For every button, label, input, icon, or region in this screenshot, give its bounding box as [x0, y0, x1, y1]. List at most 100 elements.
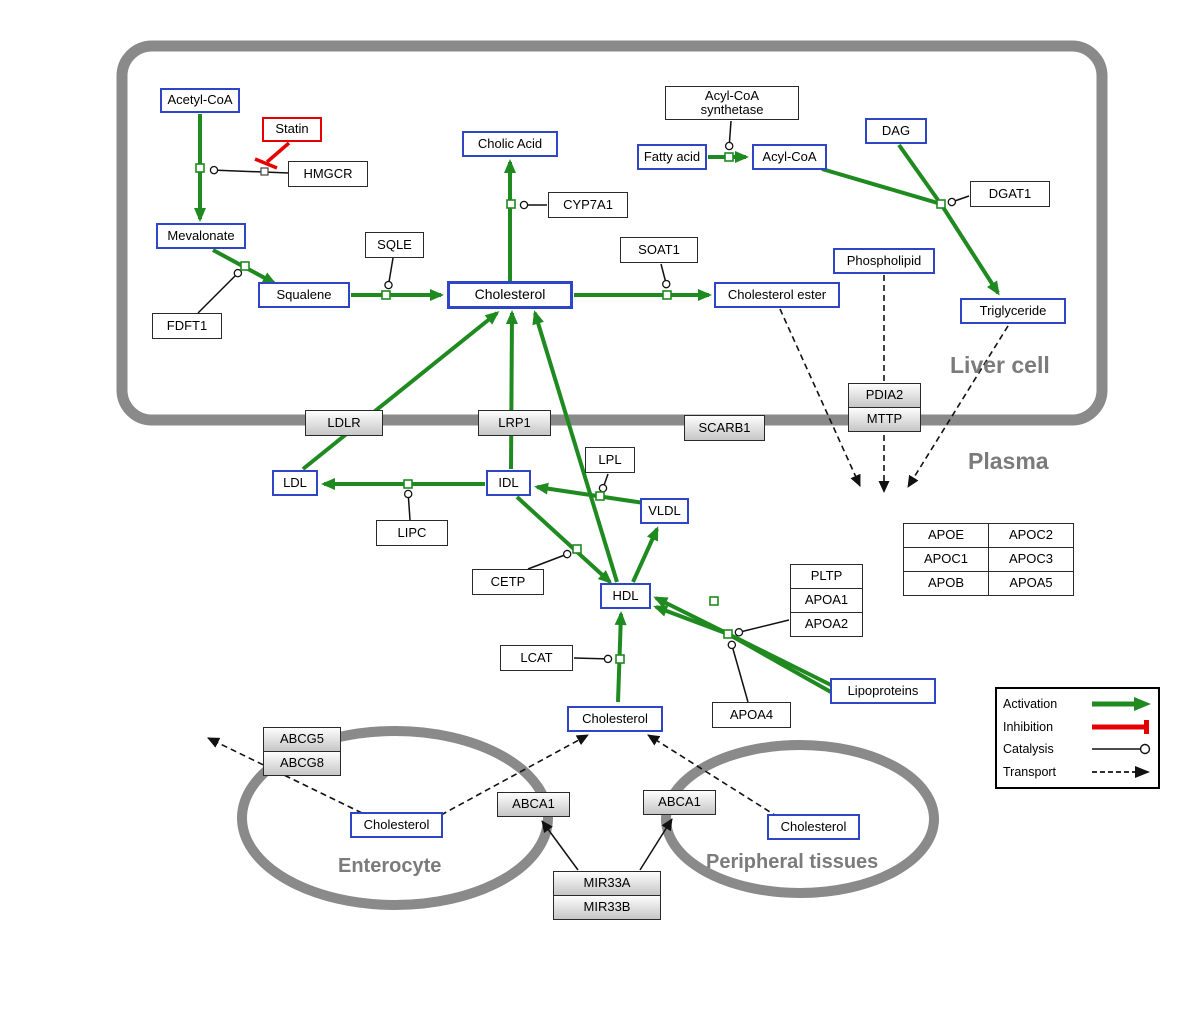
- edge-statin-inhibits-hmgcr: [265, 141, 291, 164]
- node-apoc1[interactable]: APOC1: [903, 547, 989, 572]
- compartments: [116, 40, 1108, 910]
- node-apob[interactable]: APOB: [903, 571, 989, 596]
- node-apoe[interactable]: APOE: [903, 523, 989, 548]
- node-cholesterol-enterocyte[interactable]: Cholesterol: [350, 812, 443, 838]
- node-abcg8[interactable]: ABCG8: [263, 751, 341, 776]
- node-acyl-coa[interactable]: Acyl-CoA: [752, 144, 827, 170]
- legend-inhibition-label: Inhibition: [1003, 719, 1054, 734]
- legend-catalysis-row: Catalysis: [1003, 738, 1152, 760]
- node-cholesterol-ester[interactable]: Cholesterol ester: [714, 282, 840, 308]
- node-cholesterol-plasma[interactable]: Cholesterol: [567, 706, 663, 732]
- edge-dgat1-catalysis: [947, 195, 970, 207]
- legend-transport-label: Transport: [1003, 764, 1057, 779]
- node-hmgcr[interactable]: HMGCR: [288, 161, 368, 187]
- node-soat1[interactable]: SOAT1: [620, 237, 698, 263]
- node-lpl[interactable]: LPL: [585, 447, 635, 473]
- edge-hmgcr-catalysis: [209, 165, 290, 175]
- node-apoa4[interactable]: APOA4: [712, 702, 791, 728]
- node-apoc2[interactable]: APOC2: [988, 523, 1074, 548]
- node-apoc3[interactable]: APOC3: [988, 547, 1074, 572]
- edge-lipc-catalysis: [403, 489, 413, 521]
- edge-mir33-abca1-peripheral: [639, 818, 673, 871]
- node-apoa2[interactable]: APOA2: [790, 612, 863, 637]
- node-scarb1[interactable]: SCARB1: [684, 415, 765, 441]
- liver-cell-membrane: [116, 40, 1108, 426]
- node-pdia2[interactable]: PDIA2: [848, 383, 921, 408]
- edge-dag-junction: [897, 143, 940, 202]
- edge-apoa1-apoa2-catalysis: [734, 619, 790, 637]
- liver-cell-label: Liver cell: [950, 352, 1050, 378]
- edge-ldl-cholesterol-via-ldlr: [301, 311, 500, 471]
- node-fdft1[interactable]: FDFT1: [152, 313, 222, 339]
- edge-triglyceride-secretion: [907, 325, 1009, 488]
- inhibition-tbar-icon: [1092, 719, 1149, 734]
- legend-activation-row: Activation: [1003, 693, 1152, 715]
- node-statin[interactable]: Statin: [262, 117, 322, 142]
- node-idl[interactable]: IDL: [486, 470, 531, 496]
- edge-cholesterol-ester-secretion: [779, 308, 861, 487]
- catalysis-edges: [197, 120, 970, 871]
- node-abca1-peripheral[interactable]: ABCA1: [643, 790, 716, 815]
- legend-transport-row: Transport: [1003, 761, 1152, 783]
- node-dgat1[interactable]: DGAT1: [970, 181, 1050, 207]
- edge-idl-hdl-cetp: [515, 495, 613, 585]
- node-mevalonate[interactable]: Mevalonate: [156, 223, 246, 249]
- node-cholic-acid[interactable]: Cholic Acid: [462, 131, 558, 157]
- node-fatty-acid[interactable]: Fatty acid: [637, 144, 707, 170]
- node-mir33a[interactable]: MIR33A: [553, 871, 661, 896]
- node-apoa1[interactable]: APOA1: [790, 588, 863, 613]
- edge-vldl-idl: [534, 482, 645, 505]
- edge-lpl-catalysis: [598, 473, 609, 493]
- node-squalene[interactable]: Squalene: [258, 282, 350, 308]
- plasma-label: Plasma: [968, 448, 1049, 474]
- node-acetyl-coa[interactable]: Acetyl-CoA: [160, 88, 240, 113]
- node-abca1-enterocyte[interactable]: ABCA1: [497, 792, 570, 817]
- node-apoa5[interactable]: APOA5: [988, 571, 1074, 596]
- edge-hdl-cholesterol: [532, 310, 619, 583]
- node-cetp[interactable]: CETP: [472, 569, 544, 595]
- edge-lcat-catalysis: [573, 654, 613, 664]
- node-acyl-coa-synthetase[interactable]: Acyl-CoA synthetase: [665, 86, 799, 120]
- node-lipc[interactable]: LIPC: [376, 520, 448, 546]
- edge-cetp-catalysis: [527, 549, 572, 570]
- node-pltp[interactable]: PLTP: [790, 564, 863, 589]
- legend-catalysis-label: Catalysis: [1003, 742, 1054, 757]
- legend-inhibition-row: Inhibition: [1003, 716, 1152, 738]
- reaction-anchors: [195, 152, 946, 664]
- node-dag[interactable]: DAG: [865, 118, 927, 144]
- edge-sqle-catalysis: [384, 257, 394, 290]
- node-vldl[interactable]: VLDL: [640, 498, 689, 524]
- edge-soat1-catalysis: [660, 263, 671, 289]
- activation-arrow-icon: [1092, 697, 1151, 712]
- catalysis-circle-icon: [1092, 744, 1151, 755]
- node-lipoproteins[interactable]: Lipoproteins: [830, 678, 936, 704]
- statin-inhibition-tbar: [254, 157, 278, 170]
- node-cholesterol-liver[interactable]: Cholesterol: [447, 281, 573, 309]
- node-mttp[interactable]: MTTP: [848, 407, 921, 432]
- node-ldl[interactable]: LDL: [272, 470, 318, 496]
- node-cyp7a1[interactable]: CYP7A1: [548, 192, 628, 218]
- node-cholesterol-peripheral[interactable]: Cholesterol: [767, 814, 860, 840]
- node-abcg5[interactable]: ABCG5: [263, 727, 341, 752]
- legend-activation-label: Activation: [1003, 697, 1058, 712]
- edge-mir33-abca1-enterocyte: [541, 820, 579, 871]
- peripheral-tissues-label: Peripheral tissues: [706, 851, 879, 873]
- enterocyte-membrane: [237, 726, 553, 910]
- edge-peripheral-cholesterol-to-plasma: [647, 734, 779, 818]
- node-mir33b[interactable]: MIR33B: [553, 895, 661, 920]
- node-triglyceride[interactable]: Triglyceride: [960, 298, 1066, 324]
- node-lrp1[interactable]: LRP1: [478, 410, 551, 436]
- edge-apoa4-catalysis: [727, 640, 749, 703]
- node-lcat[interactable]: LCAT: [500, 645, 573, 671]
- node-sqle[interactable]: SQLE: [365, 232, 424, 258]
- node-hdl[interactable]: HDL: [600, 583, 651, 609]
- edge-enterocyte-cholesterol-to-plasma: [440, 734, 589, 816]
- edge-fdft1-catalysis: [197, 268, 243, 314]
- edge-hdl-vldl: [631, 526, 659, 583]
- legend: Activation Inhibition Catalysis Transpor…: [995, 687, 1160, 789]
- enterocyte-label: Enterocyte: [338, 855, 442, 877]
- node-ldlr[interactable]: LDLR: [305, 410, 383, 436]
- node-phospholipid[interactable]: Phospholipid: [833, 248, 935, 274]
